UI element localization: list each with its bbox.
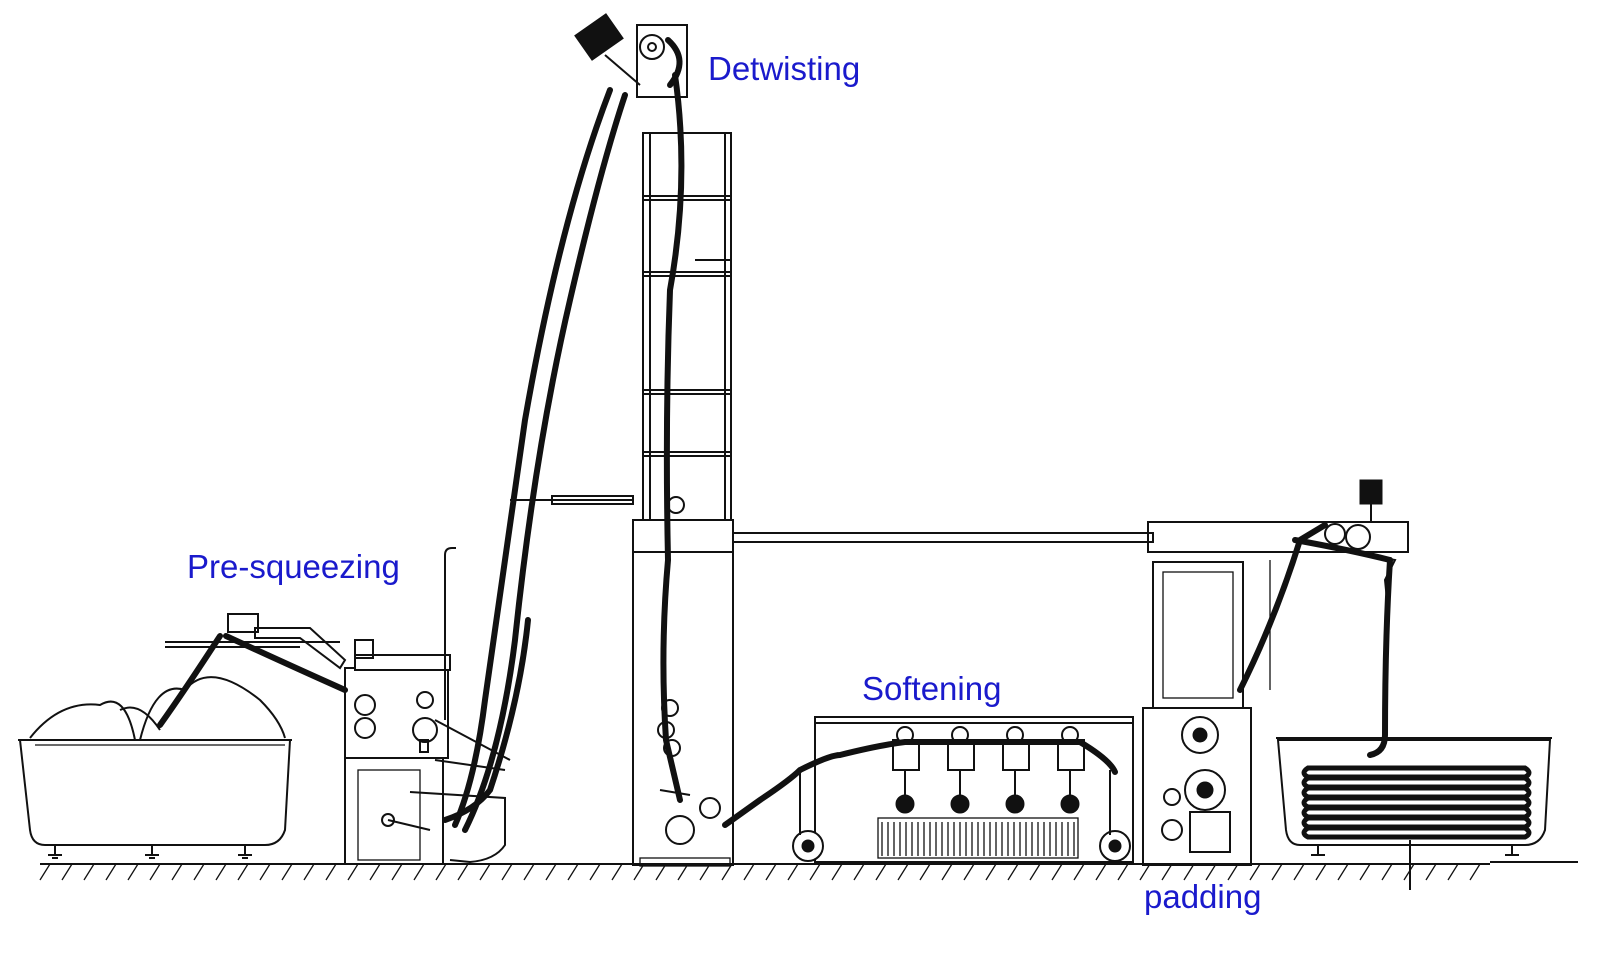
floor — [39, 861, 1578, 881]
label-softening: Softening — [862, 670, 1002, 707]
overhead-beam — [732, 532, 1154, 543]
label-pre-squeezing: Pre-squeezing — [187, 548, 400, 585]
detwisting-tower — [510, 13, 734, 867]
label-padding: padding — [1144, 878, 1262, 915]
softening-machine — [722, 716, 1134, 863]
truck-wheels — [48, 845, 252, 859]
fabric-truck-left — [18, 676, 292, 859]
label-detwisting: Detwisting — [708, 50, 861, 87]
padding-machine — [1142, 479, 1409, 866]
rope-to-detwister — [442, 87, 628, 833]
pre-squeezing-machine — [157, 547, 511, 865]
fabric-truck-right — [1276, 557, 1552, 890]
